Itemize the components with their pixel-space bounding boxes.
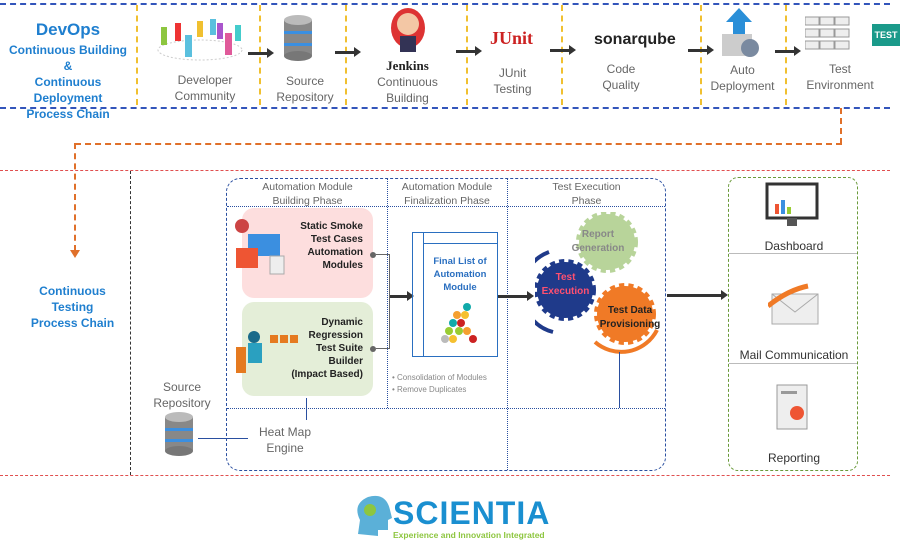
bidirectional-arrow [306,398,307,420]
flow-arrow [390,291,414,301]
bullet-item: • Consolidation of Modules [392,373,487,382]
stage-label: Repository [276,90,334,104]
flow-arrow [498,291,534,301]
box-line: Test Suite [315,343,363,354]
phase-title: Phase [571,195,602,207]
logo-name: SCIENTIA [393,495,551,531]
logo-tagline: Experience and Innovation Integrated [393,530,545,540]
source-repo-label: Repository [153,396,211,410]
final-list-line: Final List of [433,256,487,267]
bullet-text: Consolidation of Modules [397,373,487,382]
testing-line: Process Chain [30,316,115,330]
gear-label: Execution [541,286,590,297]
phase-title: Automation Module [401,181,493,193]
devops-title-block: DevOps Continuous Building & Continuous … [2,18,134,122]
box-line: Test Cases [310,234,363,245]
developer-at-desk-icon [236,331,298,373]
junit-logo: JUnit [490,28,534,48]
scientia-head-logo [357,495,392,536]
box-line: Modules [322,260,363,271]
test-badge: TEST [872,24,900,46]
jenkins-logo [391,8,425,52]
database-icon [165,412,193,456]
phase-title: Test Execution [552,181,621,193]
hexagon-modules-icon [441,303,477,343]
stage-label: Building [386,91,429,105]
stage-label: Developer [177,73,233,87]
testing-line: Testing [51,300,94,314]
stage-label: Source [285,74,325,88]
stage-label: Quality [602,78,640,92]
gear-label: Test Data [607,305,653,316]
stage-label: Deployment [710,79,775,93]
arrow-down-icon [70,250,80,258]
bullet-text: Remove Duplicates [397,385,467,394]
final-list-line: Module [443,282,477,293]
output-reporting: Reporting [767,451,821,465]
outputs-panel [728,177,858,471]
gears-icon [535,212,659,354]
heatmap-label: Heat Map [258,425,312,439]
flow-arrow [456,46,482,56]
bullet-item: • Remove Duplicates [392,385,467,394]
devops-line: Continuous Building [9,43,127,57]
devops-line: & [63,59,73,73]
flow-arrow [550,45,576,55]
output-dashboard: Dashboard [764,239,824,253]
jenkins-brand: Jenkins [386,58,429,73]
people-network-icon [157,19,243,61]
box-line: (Impact Based) [291,369,363,380]
devops-title: DevOps [35,20,101,39]
stage-label: Test [828,62,851,76]
devops-line: Continuous Deployment [33,75,103,105]
stage-label: Continuous [377,75,438,89]
mail-envelope-icon [768,283,819,325]
box-line: Regression [308,330,363,341]
gear-label: Provisioning [599,319,661,330]
heatmap-label: Engine [266,441,304,455]
deploy-box-icon [722,8,759,57]
flow-arrow [775,46,801,56]
box-line: Dynamic [321,317,363,328]
test-environment-icon [805,16,850,50]
automation-framework-box [226,178,666,471]
report-document-icon [776,384,808,430]
box-line: Automation [307,247,363,258]
phase-title: Building Phase [272,195,343,207]
dashboard-monitor-icon [765,182,819,226]
phase-title: Finalization Phase [404,195,490,207]
flow-arrow [335,47,361,57]
bidirectional-arrow [198,438,248,439]
gear-label: Report [581,229,615,240]
stage-label: Testing [493,82,532,96]
stage-label: Community [174,89,236,103]
box-line: Static Smoke [300,221,363,232]
gear-label: Generation [571,243,625,254]
devops-line: Process Chain [26,107,110,121]
phase-title: Automation Module [262,181,353,193]
flow-arrow [688,45,714,55]
bidirectional-arrow [619,352,620,408]
testing-line: Continuous [39,284,106,298]
box-line: Builder [328,356,363,367]
stage-label: JUnit [498,66,527,80]
stage-label: Environment [806,78,874,92]
flow-arrow [667,290,728,300]
source-repo-label: Source [162,380,202,394]
output-mail: Mail Communication [739,348,849,362]
final-list-line: Automation [433,269,487,280]
stage-label: Code [606,62,636,76]
sonarqube-logo: sonarqube [594,31,676,48]
flow-arrow [248,48,274,58]
gear-label: Test [555,272,576,283]
stage-label: Auto [730,63,755,77]
database-icon [284,15,312,61]
web-app-testing-icon [235,219,285,275]
